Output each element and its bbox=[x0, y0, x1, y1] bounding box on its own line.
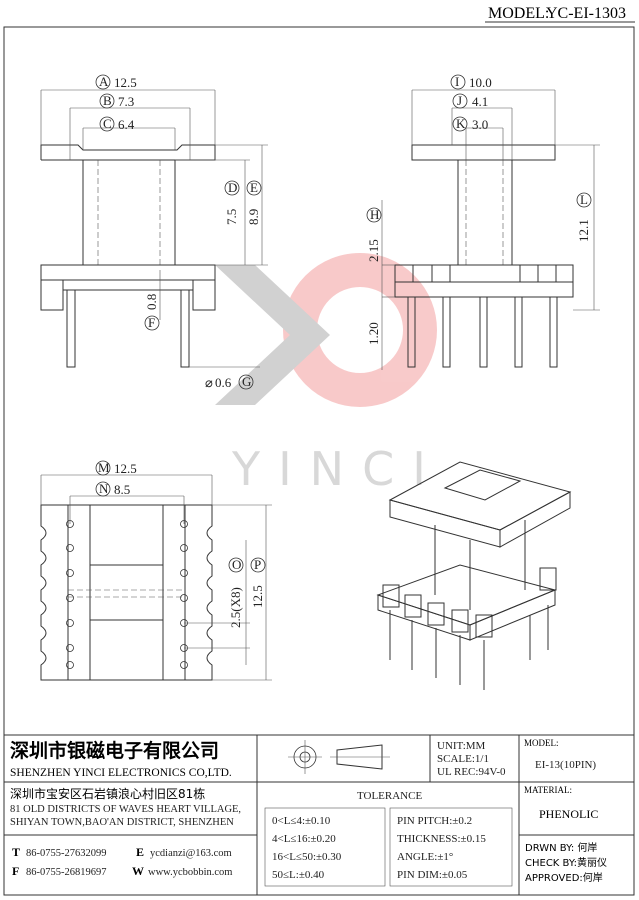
watermark-chevron bbox=[215, 265, 330, 405]
dim-E: 8.9 bbox=[246, 209, 261, 225]
front-pin-block-left bbox=[40, 279, 64, 311]
dim-H2: 1.20 bbox=[366, 322, 381, 345]
header-model-value: YC-EI-1303 bbox=[546, 5, 626, 22]
svg-text:B: B bbox=[103, 93, 112, 108]
front-view: A 12.5 B 7.3 C 6.4 D 7.5 E 8.9 0.8 F ⌀ 0… bbox=[40, 74, 268, 390]
dim-G: 0.6 bbox=[215, 375, 232, 390]
dim-N: 8.5 bbox=[114, 482, 130, 497]
dim-L: 12.1 bbox=[576, 219, 591, 242]
tolerance-row-1: 0<L≤4:±0.10 bbox=[272, 815, 331, 827]
dim-B: 7.3 bbox=[118, 94, 134, 109]
web-label: W bbox=[132, 864, 144, 878]
svg-text:F: F bbox=[148, 315, 155, 330]
angle-tolerance: ANGLE:±1° bbox=[397, 851, 453, 863]
unit-text: UNIT:MM bbox=[437, 740, 486, 752]
dim-K: 3.0 bbox=[472, 117, 488, 132]
svg-text:C: C bbox=[103, 116, 112, 131]
company-name-en: SHENZHEN YINCI ELECTRONICS CO,LTD. bbox=[10, 767, 232, 779]
address-cn: 深圳市宝安区石岩镇浪心村旧区81栋 bbox=[10, 786, 205, 801]
svg-text:G: G bbox=[242, 374, 251, 389]
email-value: ycdianzi@163.com bbox=[150, 848, 232, 859]
dim-D: 7.5 bbox=[224, 209, 239, 225]
svg-text:A: A bbox=[99, 74, 109, 89]
check-by: CHECK BY:黄丽仪 bbox=[525, 856, 607, 869]
material-label: MATERIAL: bbox=[524, 785, 572, 795]
address-en-line1: 81 OLD DISTRICTS OF WAVES HEART VILLAGE, bbox=[10, 804, 241, 815]
header-model-label: MODEL: bbox=[488, 5, 549, 22]
email-label: E bbox=[136, 845, 144, 859]
tolerance-row-3: 16<L≤50:±0.30 bbox=[272, 851, 342, 863]
svg-text:K: K bbox=[456, 116, 466, 131]
projection-symbol-icon bbox=[288, 740, 390, 774]
model-value: EI-13(10PIN) bbox=[535, 759, 596, 771]
dim-H: 2.15 bbox=[366, 239, 381, 262]
side-pin-2 bbox=[442, 296, 451, 368]
dim-I: 10.0 bbox=[469, 75, 492, 90]
approved-by: APPROVED:何岸 bbox=[525, 871, 603, 884]
tolerance-row-4: 50≤L:±0.40 bbox=[272, 869, 325, 881]
svg-text:P: P bbox=[254, 557, 261, 572]
tel-value: 86-0755-27632099 bbox=[26, 848, 107, 859]
tolerance-row-2: 4<L≤16:±0.20 bbox=[272, 833, 336, 845]
bottom-right-rail bbox=[184, 504, 213, 681]
front-bottom-flange bbox=[40, 264, 216, 281]
pin-holes bbox=[66, 520, 188, 669]
web-value: www.ycbobbin.com bbox=[148, 867, 232, 878]
fax-label: F bbox=[12, 864, 19, 878]
dim-M: 12.5 bbox=[114, 461, 137, 476]
side-top-flange bbox=[411, 144, 556, 161]
front-pin-block-right bbox=[192, 279, 216, 311]
front-pin-left bbox=[66, 289, 76, 368]
front-top-flange bbox=[40, 144, 216, 161]
front-pin-right bbox=[180, 289, 190, 368]
bottom-view: M 12.5 N 8.5 O 2.5(X8) P 12.5 bbox=[40, 460, 272, 681]
dim-J: 4.1 bbox=[472, 94, 488, 109]
material-value: PHENOLIC bbox=[539, 807, 598, 821]
dim-G-prefix: ⌀ bbox=[205, 375, 213, 390]
pin-pitch-tolerance: PIN PITCH:±0.2 bbox=[397, 815, 472, 827]
svg-text:N: N bbox=[99, 481, 109, 496]
side-pin-4 bbox=[514, 296, 523, 368]
svg-text:O: O bbox=[232, 557, 241, 572]
dim-O: 2.5(X8) bbox=[228, 587, 243, 628]
company-name-cn: 深圳市银磁电子有限公司 bbox=[10, 739, 219, 762]
svg-text:H: H bbox=[370, 207, 379, 222]
thickness-tolerance: THICKNESS:±0.15 bbox=[397, 833, 486, 845]
side-pin-5 bbox=[549, 296, 558, 368]
side-pin-1 bbox=[407, 296, 416, 368]
tel-label: T bbox=[12, 845, 20, 859]
isometric-view bbox=[376, 461, 572, 690]
dim-A: 12.5 bbox=[114, 75, 137, 90]
drawn-by: DRWN BY: 何岸 bbox=[525, 841, 597, 854]
watermark-logo: YINCI bbox=[215, 253, 444, 496]
svg-text:E: E bbox=[250, 180, 258, 195]
pin-dim-tolerance: PIN DIM:±0.05 bbox=[397, 869, 468, 881]
title-block: 深圳市银磁电子有限公司 SHENZHEN YINCI ELECTRONICS C… bbox=[3, 734, 635, 896]
dim-C: 6.4 bbox=[118, 117, 135, 132]
model-label: MODEL: bbox=[524, 738, 559, 748]
side-bottom-flange bbox=[394, 264, 574, 283]
svg-text:J: J bbox=[457, 93, 462, 108]
watermark-ring bbox=[283, 253, 437, 407]
fax-value: 86-0755-26819697 bbox=[26, 867, 107, 878]
side-pin-3 bbox=[479, 296, 488, 368]
scale-text: SCALE:1/1 bbox=[437, 753, 489, 765]
tolerance-label: TOLERANCE bbox=[357, 790, 422, 802]
bottom-left-rail bbox=[40, 504, 69, 681]
svg-text:I: I bbox=[455, 74, 459, 89]
watermark-text: YINCI bbox=[231, 442, 444, 496]
dim-F: 0.8 bbox=[144, 294, 159, 310]
dim-P: 12.5 bbox=[250, 585, 265, 608]
address-en-line2: SHIYAN TOWN,BAO'AN DISTRICT, SHENZHEN bbox=[10, 817, 234, 828]
svg-text:L: L bbox=[580, 192, 588, 207]
svg-text:D: D bbox=[228, 180, 237, 195]
side-view: I 10.0 J 4.1 K 3.0 L 12.1 H 2.15 1.20 bbox=[366, 74, 600, 370]
svg-text:M: M bbox=[98, 460, 110, 475]
ul-text: UL REC:94V-0 bbox=[437, 766, 506, 778]
